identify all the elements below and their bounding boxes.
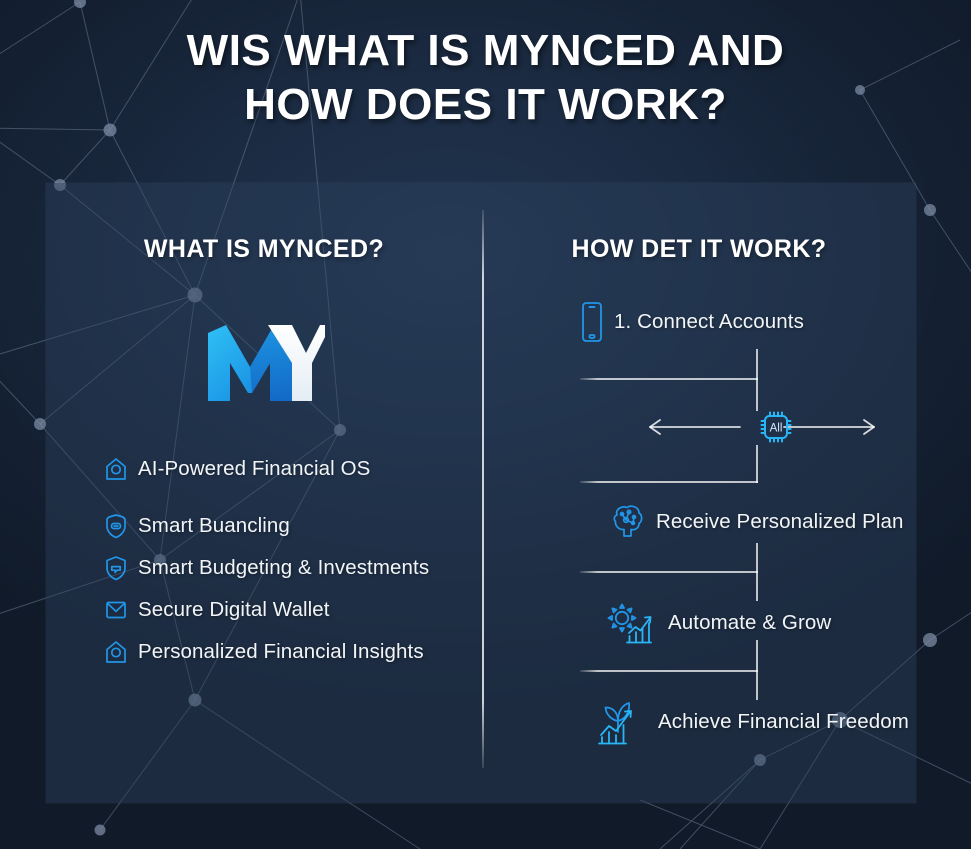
shield-chat-icon [94,555,138,581]
step-label-1: Receive Personalized Plan [656,510,904,533]
step-item-0: 1. Connect Accounts [578,301,804,343]
feature-item-3: Secure Digital Wallet [94,596,484,623]
brain-circuit-icon [608,503,648,541]
feature-item-4: Personalized Financial Insights [94,638,484,665]
step-chip: All [754,405,798,449]
ai-chip-icon: All [754,405,798,449]
connector-line [756,640,758,700]
feature-label-4: Personalized Financial Insights [138,639,424,663]
feature-item-1: Smart Buancling [94,512,484,539]
step-item-1: Receive Personalized Plan [608,503,904,541]
connector-line [580,481,758,483]
column-divider [482,210,484,768]
plant-growth-chart-icon [596,699,650,745]
feature-label-1: Smart Buancling [138,513,290,537]
envelope-icon [94,599,138,621]
page-title: WIS WHAT IS MYNCED AND HOW DOES IT WORK? [0,24,971,132]
page-title-line2: HOW DOES IT WORK? [244,80,727,129]
page-title-line1: WIS WHAT IS MYNCED AND [186,26,785,75]
shield-dash-icon [94,513,138,539]
step-item-3: Achieve Financial Freedom [596,699,909,745]
feature-item-2: Smart Budgeting & Investments [94,554,484,581]
svg-text:All: All [770,423,783,435]
feature-label-3: Secure Digital Wallet [138,597,330,621]
step-label-0: 1. Connect Accounts [614,310,804,333]
ai-chip-arrow-row [649,419,875,435]
feature-label-2: Smart Budgeting & Investments [138,555,430,579]
step-item-2: Automate & Grow [604,601,831,645]
feature-item-0: AI-Powered Financial OS [94,455,484,482]
connector-line [756,445,758,483]
connector-line [580,571,758,573]
feature-list: AI-Powered Financial OS Smart Buancling [94,455,484,665]
process-steps: 1. Connect Accounts All [482,183,916,803]
right-column-heading: HOW DET IT WORK? [571,235,827,263]
content-card: WHAT IS MYNCED? [46,183,916,803]
feature-label-0: AI-Powered Financial OS [138,456,371,480]
connector-line [580,378,758,380]
connector-line [580,670,758,672]
smartphone-icon [578,301,606,343]
home-circle-icon [94,456,138,482]
connector-line [756,349,758,411]
left-column-heading: WHAT IS MYNCED? [143,235,385,263]
gear-chart-icon [604,601,660,645]
connector-line [756,543,758,601]
home-circle-icon [94,639,138,665]
mynced-logo [206,323,326,403]
step-label-3: Achieve Financial Freedom [658,710,909,733]
step-label-2: Automate & Grow [668,611,832,634]
